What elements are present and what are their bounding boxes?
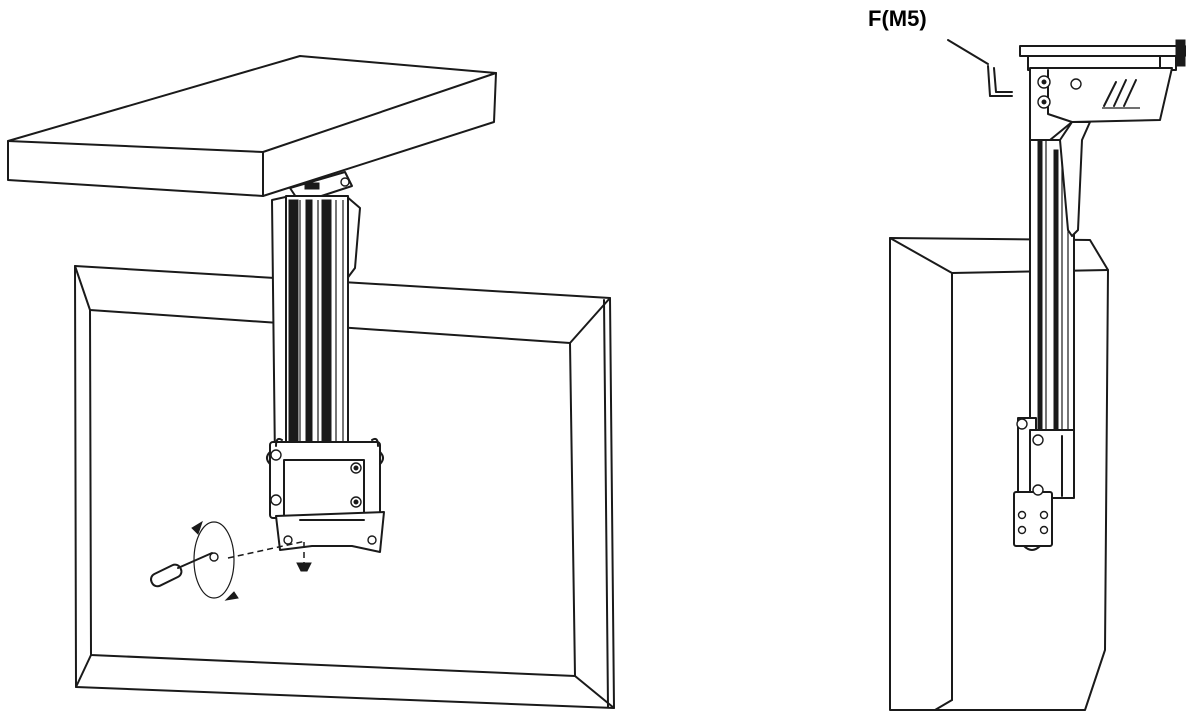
tv-screen-side xyxy=(889,237,1109,711)
tv-bracket-side xyxy=(1013,417,1075,551)
telescopic-pole xyxy=(271,195,361,465)
right-view xyxy=(889,39,1186,711)
screwdriver-icon xyxy=(150,520,239,601)
tv-bracket-assembly xyxy=(266,437,385,553)
ceiling-panel xyxy=(7,55,497,197)
allen-key-icon xyxy=(947,39,1013,97)
tilt-bracket-head xyxy=(1029,67,1173,221)
allen-key-label: F(M5) xyxy=(868,6,927,31)
ceiling-plate-side xyxy=(1019,39,1186,71)
telescopic-pole-side xyxy=(1029,121,1091,431)
left-view xyxy=(7,55,615,709)
screw-insertion-path xyxy=(227,540,312,572)
